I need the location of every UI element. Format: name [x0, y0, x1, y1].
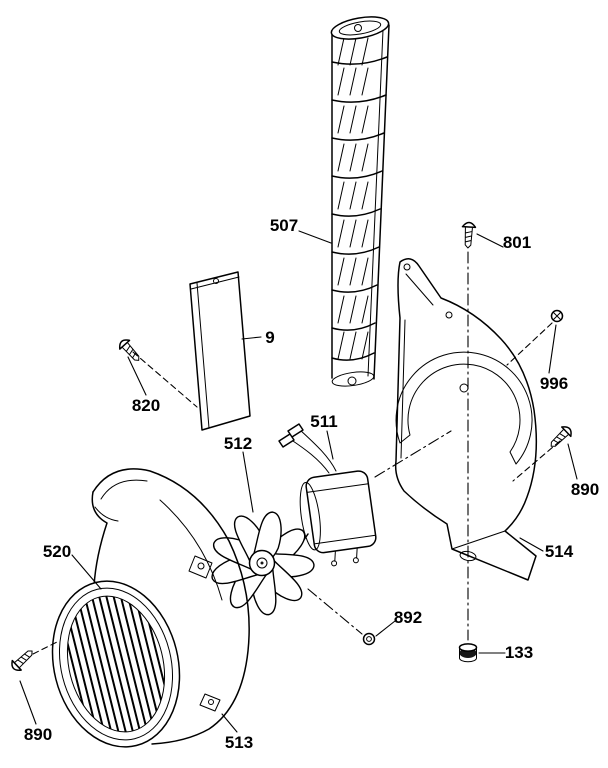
screw-801: [461, 221, 477, 249]
centerlines: [307, 251, 469, 641]
blower-housing-513: [91, 468, 250, 745]
housing-grille-520: [51, 580, 181, 748]
grommet-996: [550, 309, 564, 323]
part-label-133: 133: [505, 643, 533, 662]
screw-820: [118, 339, 140, 361]
part-label-520: 520: [43, 542, 71, 561]
rubber-foot-133: [458, 643, 478, 663]
nut-892: [362, 632, 376, 646]
part-label-514: 514: [545, 542, 574, 561]
part-label-512: 512: [224, 434, 252, 453]
screw-890-left: [11, 650, 33, 671]
part-label-890-right: 890: [571, 480, 599, 499]
part-label-996: 996: [540, 374, 568, 393]
blower-wheel-507: [330, 16, 390, 387]
part-label-513: 513: [225, 733, 253, 752]
part-label-820: 820: [132, 396, 160, 415]
leader-lines: [19, 230, 578, 733]
mounting-bracket-514: [394, 258, 538, 581]
part-label-511: 511: [310, 412, 337, 431]
part-label-9: 9: [265, 328, 274, 347]
assembly-dashes: [32, 322, 561, 655]
part-label-890-left: 890: [24, 725, 52, 744]
part-label-507: 507: [270, 216, 298, 235]
fan-blade-512: [209, 508, 318, 618]
part-label-801: 801: [503, 233, 531, 252]
screw-890-right: [550, 426, 572, 447]
panel-bracket-9: [189, 271, 251, 431]
part-label-892: 892: [394, 608, 422, 627]
wire-terminal: [278, 423, 304, 448]
